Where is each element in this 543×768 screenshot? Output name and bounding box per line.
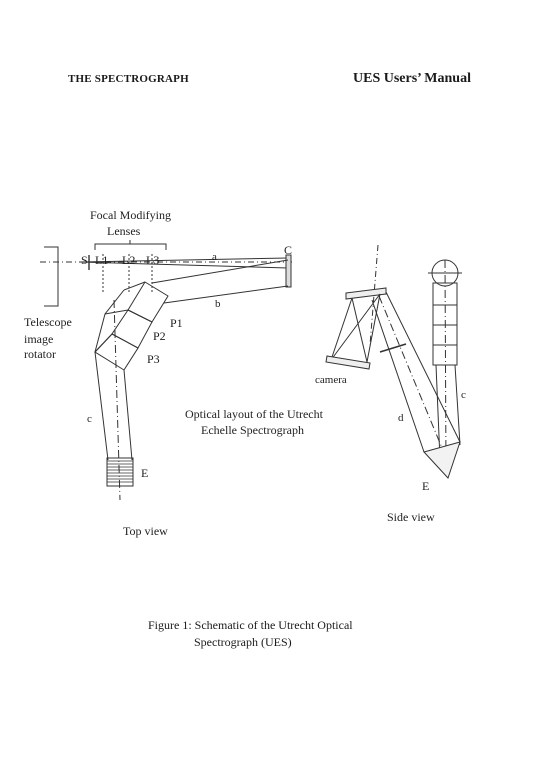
echelle-side-label: E: [422, 479, 429, 493]
rotator-label: rotator: [24, 347, 56, 361]
collimator-C: [285, 254, 292, 288]
side-beam-c-axis: [444, 259, 447, 471]
lens-L3-label: L3: [146, 253, 159, 267]
camera-beam-right: [366, 293, 381, 363]
beam-d-label: d: [398, 412, 404, 424]
side-axis: [369, 244, 379, 346]
beam-b-upper: [151, 259, 289, 284]
telescope-label: Telescope: [24, 315, 72, 329]
top-view-label: Top view: [123, 524, 168, 538]
caption-line2: Spectrograph (UES): [194, 635, 292, 649]
layout-title-line2: Echelle Spectrograph: [201, 423, 304, 437]
lenses-label: Lenses: [107, 224, 141, 238]
beam-d-right: [385, 291, 461, 443]
side-beam-c-label: c: [461, 389, 466, 401]
echelle-grooves: [107, 460, 133, 483]
beam-c-right: [123, 369, 133, 461]
telescope-rotator-bracket: [44, 246, 59, 307]
side-lens: [379, 343, 407, 353]
section-header: THE SPECTROGRAPH: [68, 73, 189, 85]
lens-L2-label: L2: [122, 253, 135, 267]
beam-a-label: a: [212, 251, 217, 263]
beam-a-lower: [79, 261, 289, 269]
lens-L1-label: L1: [95, 253, 108, 267]
beam-c-left: [94, 351, 109, 461]
camera-beam-left: [330, 297, 353, 361]
prism-P2-label: P2: [153, 329, 166, 343]
side-beam-c-left: [435, 364, 441, 461]
camera-beam-cross1: [351, 297, 368, 363]
beam-a-upper: [79, 257, 289, 263]
lens-group-bracket: [94, 243, 167, 250]
manual-title: UES Users’ Manual: [353, 71, 471, 86]
echelle-top-label: E: [141, 466, 148, 480]
figure-caption: Figure 1: Schematic of the Utrecht Optic…: [148, 617, 408, 651]
camera-element: [325, 355, 371, 370]
prism-P3-label: P3: [147, 352, 160, 366]
collimator-label: C: [284, 243, 292, 257]
beam-c-label: c: [87, 413, 92, 425]
camera-beam-cross2: [330, 293, 381, 361]
prism-P1-label: P1: [170, 316, 183, 330]
beam-b-label: b: [215, 298, 221, 310]
beam-d-left: [371, 299, 425, 453]
echelle-E-top: [106, 457, 134, 487]
focal-modifying-label: Focal Modifying: [90, 208, 171, 222]
echelle-E-side: [423, 441, 461, 479]
camera-label: camera: [315, 374, 347, 386]
layout-title-line1: Optical layout of the Utrecht: [185, 407, 324, 421]
side-view-label: Side view: [387, 510, 435, 524]
prism-P1: [127, 281, 169, 323]
prism-outer-edge: [94, 289, 125, 353]
prism-P2: [111, 309, 153, 349]
caption-line1: Figure 1: Schematic of the Utrecht Optic…: [148, 618, 353, 632]
side-beam-c-right: [454, 364, 461, 446]
side-mirror: [345, 287, 387, 300]
slit-label: S: [81, 253, 88, 267]
prism-edges: [94, 281, 146, 353]
beam-d-axis: [378, 295, 443, 449]
prism-P3: [94, 333, 139, 371]
image-label: image: [24, 332, 53, 346]
beam-b-lower: [163, 285, 289, 304]
